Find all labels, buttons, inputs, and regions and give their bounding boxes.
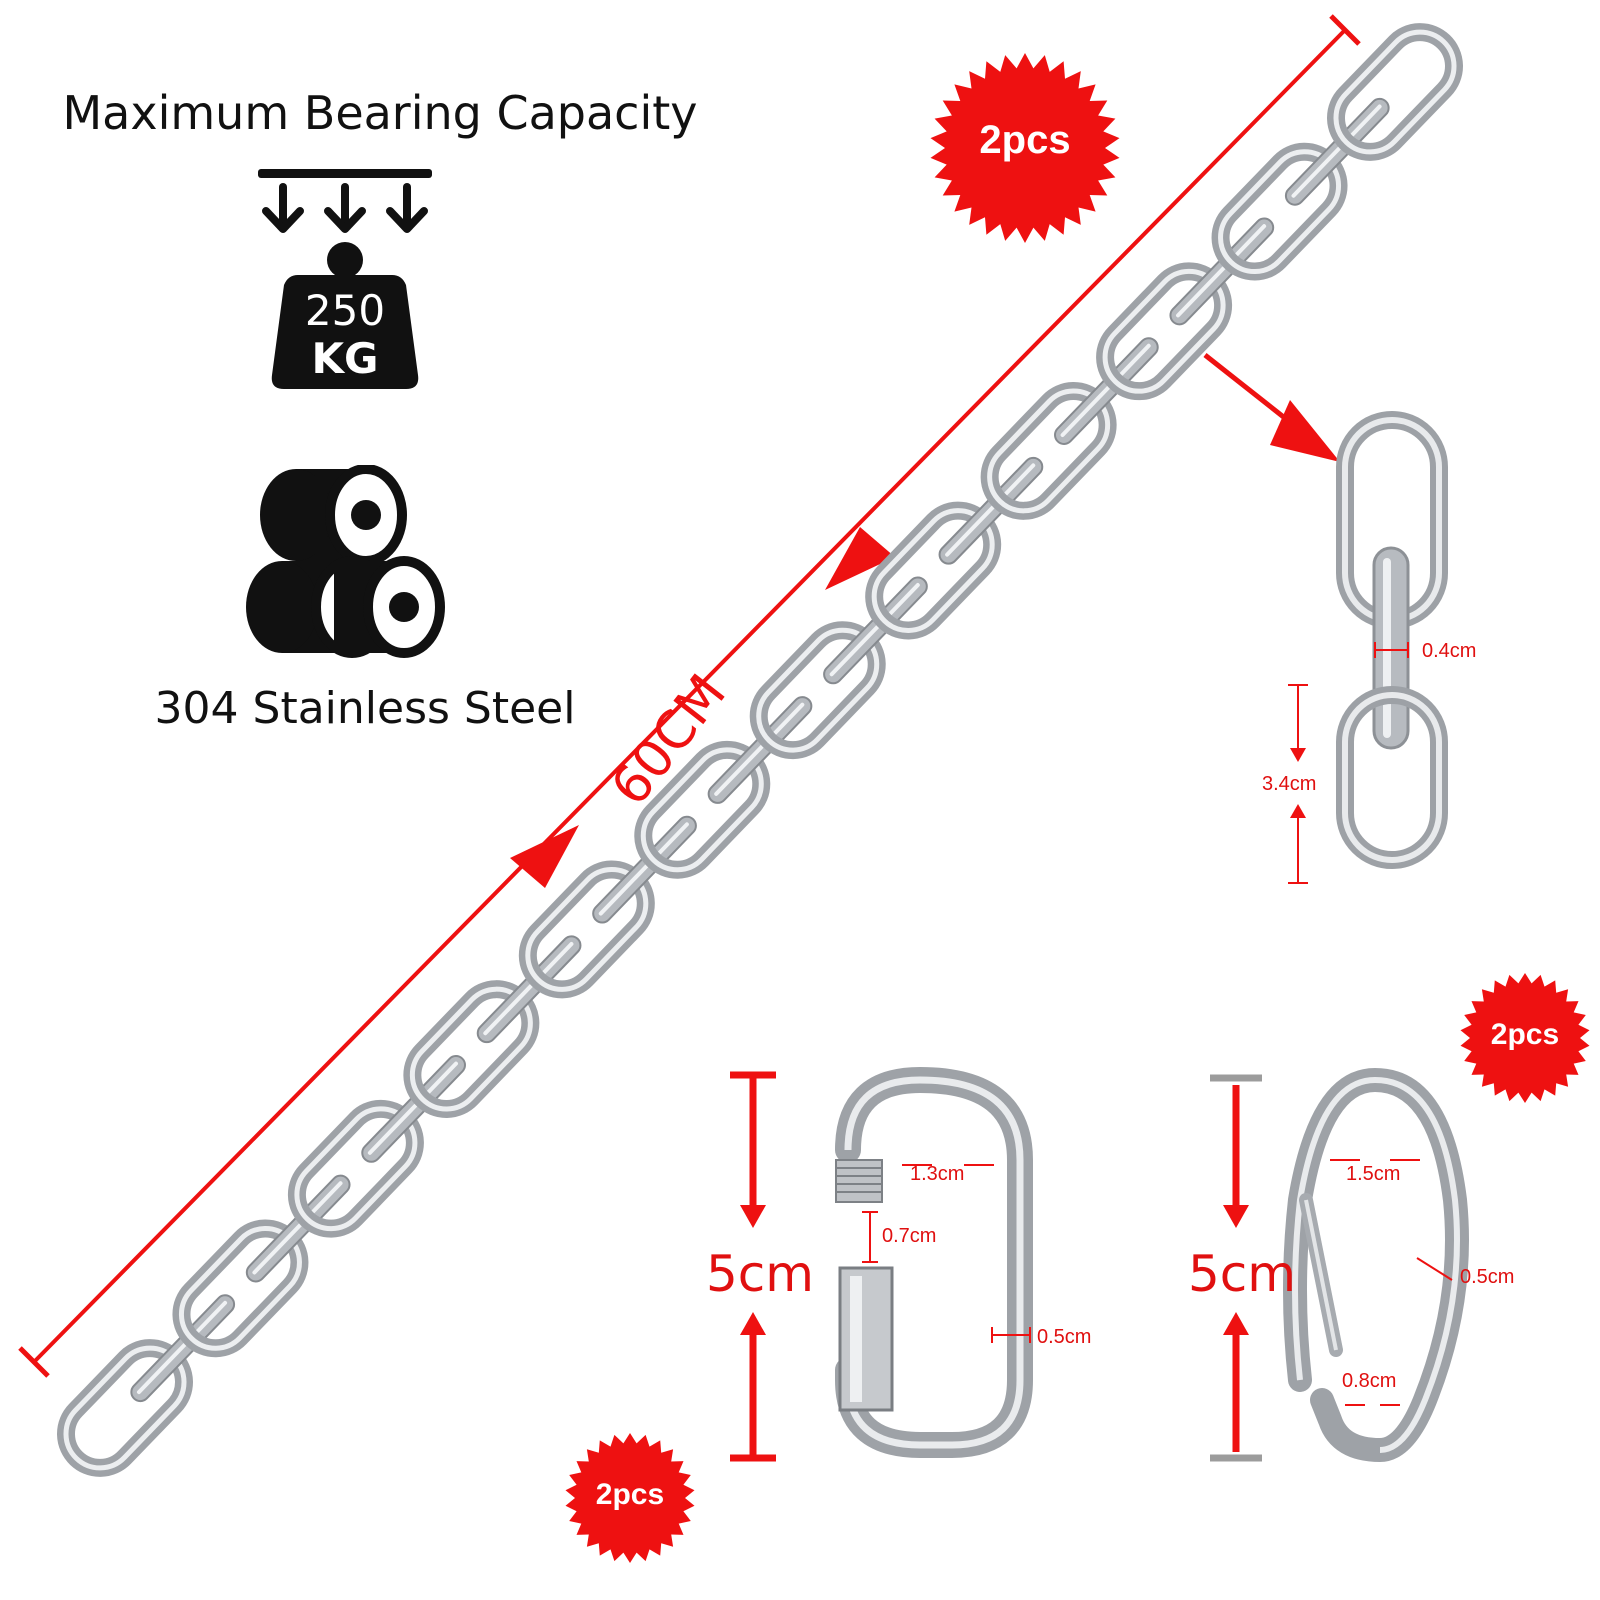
link-wire-label: 0.4cm	[1422, 640, 1477, 662]
snap-hook-gate-label: 0.8cm	[1342, 1370, 1397, 1392]
quick-link-gap-label: 0.7cm	[882, 1225, 937, 1247]
chain-connector	[476, 935, 582, 1044]
chain-connector	[130, 1294, 236, 1403]
snap-hook-wire-label: 0.5cm	[1460, 1266, 1515, 1288]
chain-connector	[1284, 97, 1390, 206]
material-label: 304 Stainless Steel	[154, 683, 576, 734]
snap-hook-opening-label: 1.5cm	[1346, 1163, 1401, 1185]
weight-unit: KG	[311, 334, 378, 383]
chain-link	[1327, 23, 1463, 161]
quick-link	[730, 1066, 1033, 1462]
chain-connector	[1054, 337, 1159, 445]
quick-link-badge-label: 2pcs	[595, 1478, 665, 1511]
link-length-label: 3.4cm	[1262, 773, 1317, 795]
snap-hook-badge-label: 2pcs	[1490, 1018, 1560, 1051]
snap-hook	[1210, 1067, 1469, 1463]
quick-link-height-label: 5cm	[706, 1245, 815, 1303]
chain-connector	[245, 1174, 351, 1283]
capacity-title: Maximum Bearing Capacity	[62, 86, 698, 140]
weight-value: 250	[305, 286, 385, 335]
chain-connector	[823, 576, 928, 685]
zoom-arrow	[1203, 353, 1340, 462]
chain-connector	[938, 456, 1044, 565]
chain-badge	[930, 53, 1120, 243]
snap-hook-badge	[1460, 973, 1590, 1103]
chain-connector	[361, 1055, 466, 1163]
chain-connector	[592, 815, 697, 924]
snap-hook-height-label: 5cm	[1188, 1245, 1297, 1303]
quick-link-wire-label: 0.5cm	[1037, 1326, 1092, 1348]
steel-rolls-icon	[246, 465, 445, 658]
quick-link-badge	[565, 1433, 695, 1563]
link-detail	[1288, 411, 1448, 884]
chain-badge-label: 2pcs	[979, 118, 1071, 162]
chain	[57, 23, 1463, 1477]
chain-connector	[707, 696, 813, 804]
length-dimension	[18, 14, 1361, 1378]
weight-icon: 250 KG	[258, 169, 432, 389]
chain-connector	[1169, 217, 1275, 326]
quick-link-opening-label: 1.3cm	[910, 1163, 965, 1185]
